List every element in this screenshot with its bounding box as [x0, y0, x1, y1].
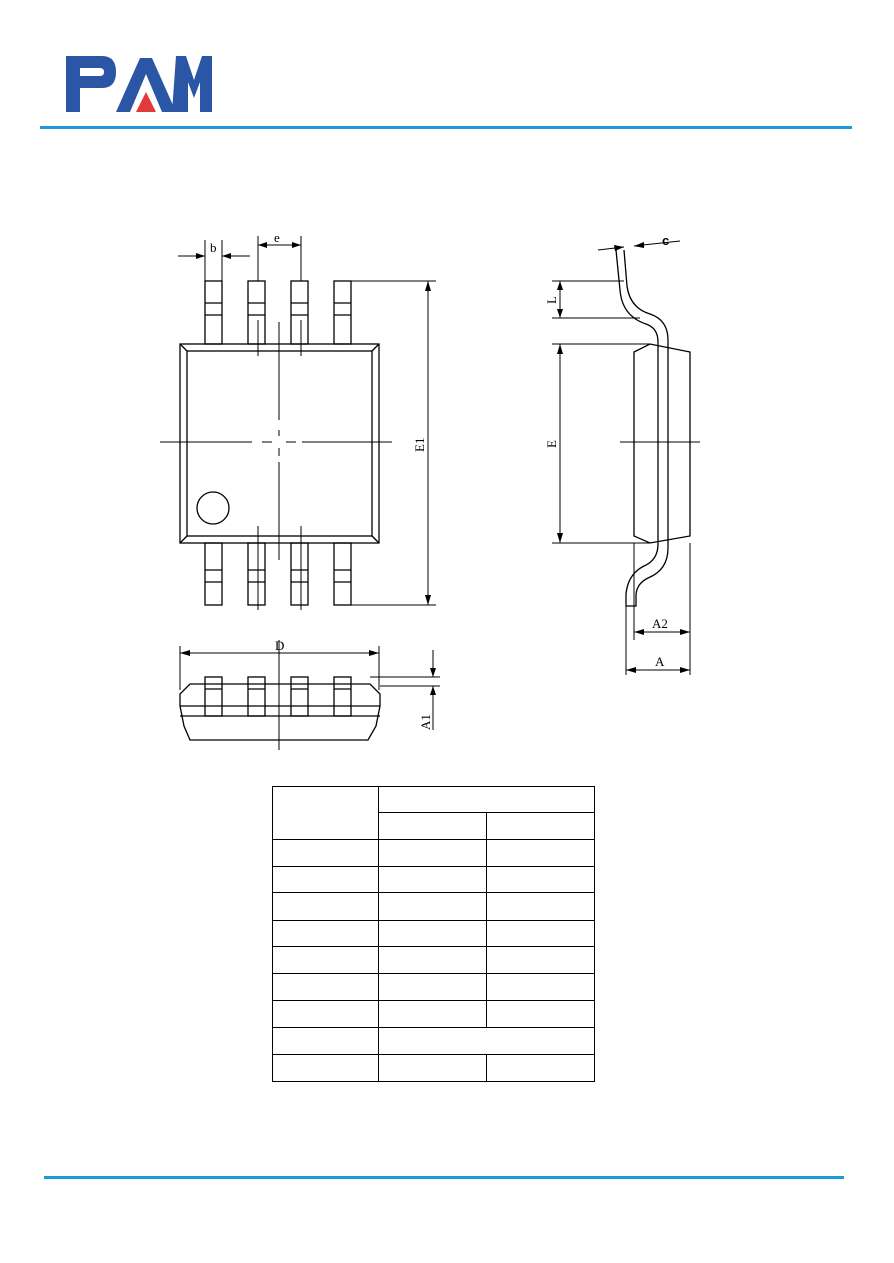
table-cell [486, 973, 595, 1001]
table-cell [378, 1027, 595, 1055]
footer-rule [44, 1176, 844, 1179]
dim-label-d: D [275, 638, 284, 653]
dim-label-c: c [662, 233, 669, 248]
table-cell [378, 919, 487, 948]
end-view-leads [204, 676, 352, 717]
end-view-body [179, 683, 381, 741]
table-row [273, 812, 595, 840]
table-cell [378, 1053, 487, 1082]
dim-label-a1: A1 [418, 714, 433, 730]
table-cell [378, 999, 487, 1029]
table-row [272, 973, 595, 1001]
table-row [272, 1053, 595, 1082]
table-cell [272, 892, 379, 921]
table-cell [486, 999, 595, 1029]
table-cell [378, 973, 487, 1001]
logo-triangle [136, 92, 156, 112]
table-cell [272, 1053, 379, 1082]
table-cell [272, 1027, 379, 1055]
table-cell [272, 919, 379, 948]
package-outline-drawing: b e c L E E1 D A1 A2 A [160, 230, 700, 750]
table-row [272, 1027, 595, 1055]
top-leads [204, 280, 352, 345]
table-cell [378, 838, 487, 868]
table-row [272, 892, 595, 921]
side-view-body [633, 343, 691, 544]
table-cell [486, 1053, 595, 1082]
pam-logo [66, 56, 212, 112]
table-cell [272, 946, 379, 975]
table-cell [272, 866, 379, 894]
dim-label-b: b [210, 240, 217, 255]
logo-letter-p [66, 56, 116, 112]
table-cell [378, 812, 487, 840]
table-cell [272, 973, 379, 1001]
logo-letter-a [116, 58, 176, 112]
pin1-marker [196, 491, 230, 525]
side-view-lead [615, 249, 669, 607]
table-row [272, 866, 595, 894]
dim-label-e: e [274, 230, 280, 245]
table-cell [486, 812, 595, 840]
table-row [272, 785, 595, 840]
table-row [272, 999, 595, 1029]
dimension-table [272, 785, 595, 1082]
dim-label-e-height: E [544, 440, 559, 448]
table-cell [378, 892, 487, 921]
dim-label-a2: A2 [652, 616, 668, 631]
table-cell [272, 838, 379, 868]
table-cell [486, 866, 595, 894]
table-row [272, 946, 595, 975]
table-cell [272, 786, 379, 840]
table-row [272, 919, 595, 948]
table-cell [486, 946, 595, 975]
table-cell [272, 999, 379, 1029]
dim-label-a: A [655, 654, 665, 669]
dim-label-l: L [544, 296, 559, 304]
table-cell [378, 866, 487, 894]
logo-letter-m [172, 56, 212, 112]
table-cell [378, 946, 487, 975]
table-cell [486, 892, 595, 921]
dim-label-e1: E1 [412, 438, 427, 452]
header-rule [40, 126, 852, 129]
table-cell [378, 785, 595, 814]
bottom-leads [204, 542, 352, 606]
table-cell [486, 919, 595, 948]
table-cell [486, 838, 595, 868]
table-row [272, 838, 595, 868]
